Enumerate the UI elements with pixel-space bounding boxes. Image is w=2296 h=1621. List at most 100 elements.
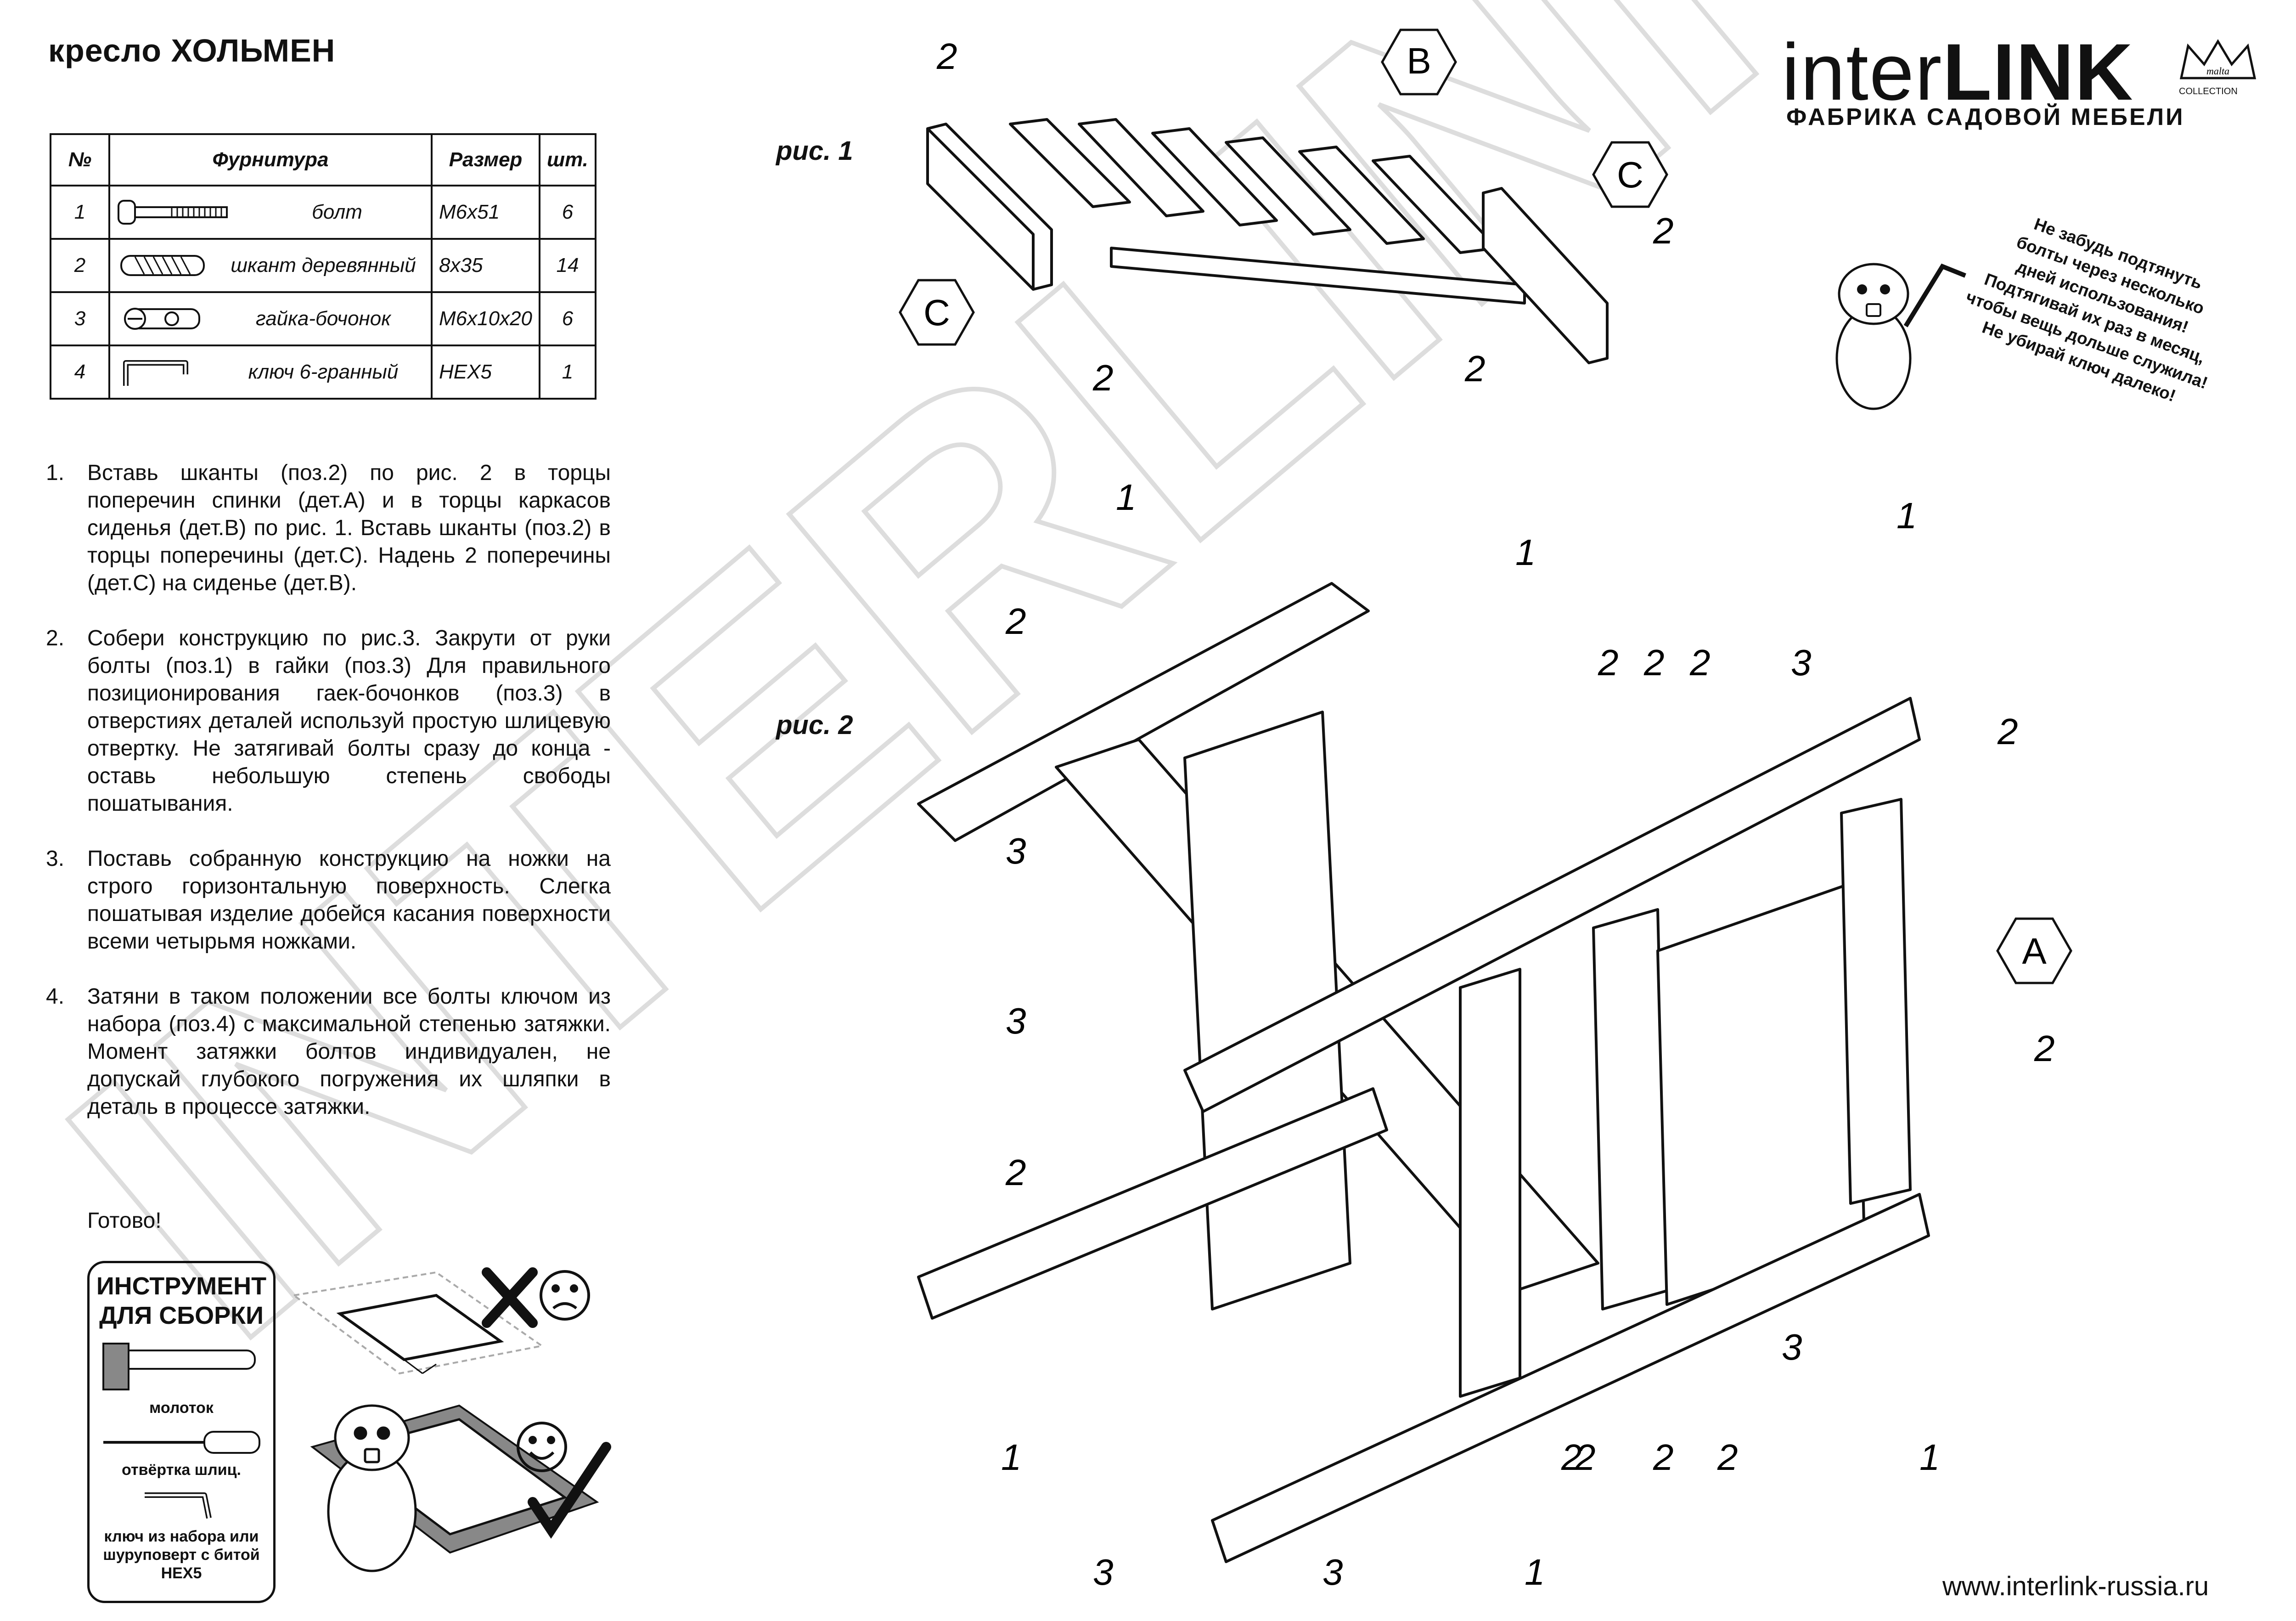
step-text: Поставь собранную конструкцию на ножки н… xyxy=(87,847,611,954)
beaver-mascot-icon xyxy=(327,1404,417,1572)
parts-table: № Фурнитура Размер шт. 1 болт М6х51 6 2 … xyxy=(50,133,597,400)
step-text: Собери конструкцию по рис.3. Закрути от … xyxy=(87,626,611,816)
done-text: Готово! xyxy=(87,1209,162,1233)
crown-icon: malta xyxy=(2179,39,2257,79)
fig2-label: рис. 2 xyxy=(776,710,853,740)
header-no: № xyxy=(50,133,110,186)
callout-label: 2 xyxy=(2034,1028,2055,1069)
step-number: 1. xyxy=(46,461,65,485)
header-item: Фурнитура xyxy=(108,133,433,186)
instruction-step: 1. Вставь шканты (поз.2) по рис. 2 в тор… xyxy=(46,459,611,597)
callout-label: 1 xyxy=(1525,1552,1545,1593)
seat-slat xyxy=(1009,118,1131,208)
callout-label: 3 xyxy=(1093,1552,1114,1593)
fig2-diagram: A 1 1 1 1 1 1 2 2 2 2 2 2 2 2 2 2 2 3 3 … xyxy=(917,482,2072,1593)
page-title: кресло ХОЛЬМЕН xyxy=(48,33,336,68)
callout-label: 2 xyxy=(936,36,957,77)
step-text: Затяни в таком положении все болты ключо… xyxy=(87,984,611,1119)
happy-face-icon xyxy=(517,1422,567,1472)
row-qty: 1 xyxy=(539,345,597,400)
callout-label: 1 xyxy=(1919,1437,1940,1478)
row-qty: 6 xyxy=(539,291,597,346)
hex-label-text: B xyxy=(1407,40,1431,81)
crossbar-c-right xyxy=(1482,187,1609,364)
logo-collection: COLLECTION xyxy=(2179,86,2238,96)
row-size: М6х51 xyxy=(430,185,541,240)
beaver-mascot-icon xyxy=(1835,263,1966,410)
row-name: болт xyxy=(312,201,362,223)
row-qty: 6 xyxy=(539,185,597,240)
callout-label: 1 xyxy=(1515,532,1536,573)
instruction-step: 3. Поставь собранную конструкцию на ножк… xyxy=(46,845,611,955)
table-row: 2 шкант деревянный 8х35 14 xyxy=(50,238,597,293)
step-text: Вставь шканты (поз.2) по рис. 2 в торцы … xyxy=(87,461,611,595)
table-row: 4 ключ 6-гранный HEX5 1 xyxy=(50,345,597,400)
check-mark-icon xyxy=(528,1442,611,1539)
callout-label: 3 xyxy=(1006,830,1026,871)
toolbox-panel: ИНСТРУМЕНТ ДЛЯ СБОРКИ молоток отвёртка ш… xyxy=(87,1261,276,1603)
callout-label: 2 xyxy=(1643,642,1665,683)
logo-text-lower: inter xyxy=(1782,28,1943,117)
callout-label: 2 xyxy=(1689,642,1711,683)
callout-label: 2 xyxy=(1005,601,1026,642)
callout-label: 2 xyxy=(1561,1437,1582,1478)
seat-rail-front xyxy=(1211,1193,1930,1563)
seat-frame xyxy=(1110,247,1526,305)
seat-slat xyxy=(1151,127,1278,226)
back-panel-a xyxy=(1592,908,1668,1310)
tool-label-hex-key: ключ из набора или шуруповерт с битой HE… xyxy=(103,1528,260,1582)
bolt-icon xyxy=(118,200,228,225)
table-row: 3 гайка-бочонок М6х10х20 6 xyxy=(50,291,597,346)
seat-slat xyxy=(1078,118,1204,217)
callout-label: 1 xyxy=(1896,495,1917,536)
row-no: 1 xyxy=(50,185,110,240)
step-number: 2. xyxy=(46,626,65,650)
row-name: ключ 6-гранный xyxy=(248,361,399,383)
seat-slat xyxy=(1225,136,1351,236)
hammer-icon xyxy=(102,1343,256,1390)
callout-label: 3 xyxy=(1322,1552,1343,1593)
row-size: М6х10х20 xyxy=(430,291,541,346)
row-size: HEX5 xyxy=(430,345,541,400)
instruction-step: 2. Собери конструкцию по рис.3. Закрути … xyxy=(46,625,611,818)
cross-mark-icon xyxy=(482,1267,538,1328)
callout-label: 2 xyxy=(1997,711,2018,752)
callout-label: 2 xyxy=(1653,1437,1674,1478)
table-row: 1 болт М6х51 6 xyxy=(50,185,597,240)
callout-label: 1 xyxy=(1116,482,1137,518)
bad-surface-illustration xyxy=(291,1271,545,1375)
surface-illustration xyxy=(291,1267,611,1572)
hex-label-a: A xyxy=(1996,917,2072,984)
hex-label-c: C xyxy=(899,279,975,346)
header-size: Размер xyxy=(430,133,541,186)
fig1-label: рис. 1 xyxy=(776,136,853,166)
row-name: гайка-бочонок xyxy=(256,307,391,330)
step-number: 4. xyxy=(46,984,65,1009)
callout-label: 2 xyxy=(1464,348,1486,389)
row-no: 4 xyxy=(50,345,110,400)
leg-front-left xyxy=(1459,968,1521,1398)
hex-label-c: C xyxy=(1592,141,1668,208)
step-number: 3. xyxy=(46,847,65,871)
hex-key-icon xyxy=(145,1492,212,1519)
screwdriver-icon xyxy=(103,1431,260,1454)
crown-text: malta xyxy=(2206,65,2229,77)
callout-label: 2 xyxy=(1717,1437,1738,1478)
slat-front xyxy=(917,1087,1388,1320)
instructions-list: 1. Вставь шканты (поз.2) по рис. 2 в тор… xyxy=(46,459,611,1148)
website-link[interactable]: www.interlink-russia.ru xyxy=(1942,1571,2209,1601)
back-post-right xyxy=(1840,798,1912,1205)
instruction-step: 4. Затяни в таком положении все болты кл… xyxy=(46,983,611,1121)
logo-text-upper: LINK xyxy=(1942,28,2134,117)
callout-label: 3 xyxy=(1791,642,1812,683)
hex-label-text: C xyxy=(1617,154,1643,195)
armrest-right xyxy=(1183,697,1921,1113)
armrest-left xyxy=(917,582,1370,842)
hex-label-b: B xyxy=(1381,28,1457,96)
seat-slat xyxy=(1298,146,1425,245)
row-name: шкант деревянный xyxy=(231,254,416,277)
logo-subtitle: ФАБРИКА САДОВОЙ МЕБЕЛИ xyxy=(1786,104,2185,130)
dowel-icon xyxy=(120,255,205,276)
toolbox-title: ИНСТРУМЕНТ ДЛЯ СБОРКИ xyxy=(96,1272,267,1329)
row-qty: 14 xyxy=(539,238,597,293)
